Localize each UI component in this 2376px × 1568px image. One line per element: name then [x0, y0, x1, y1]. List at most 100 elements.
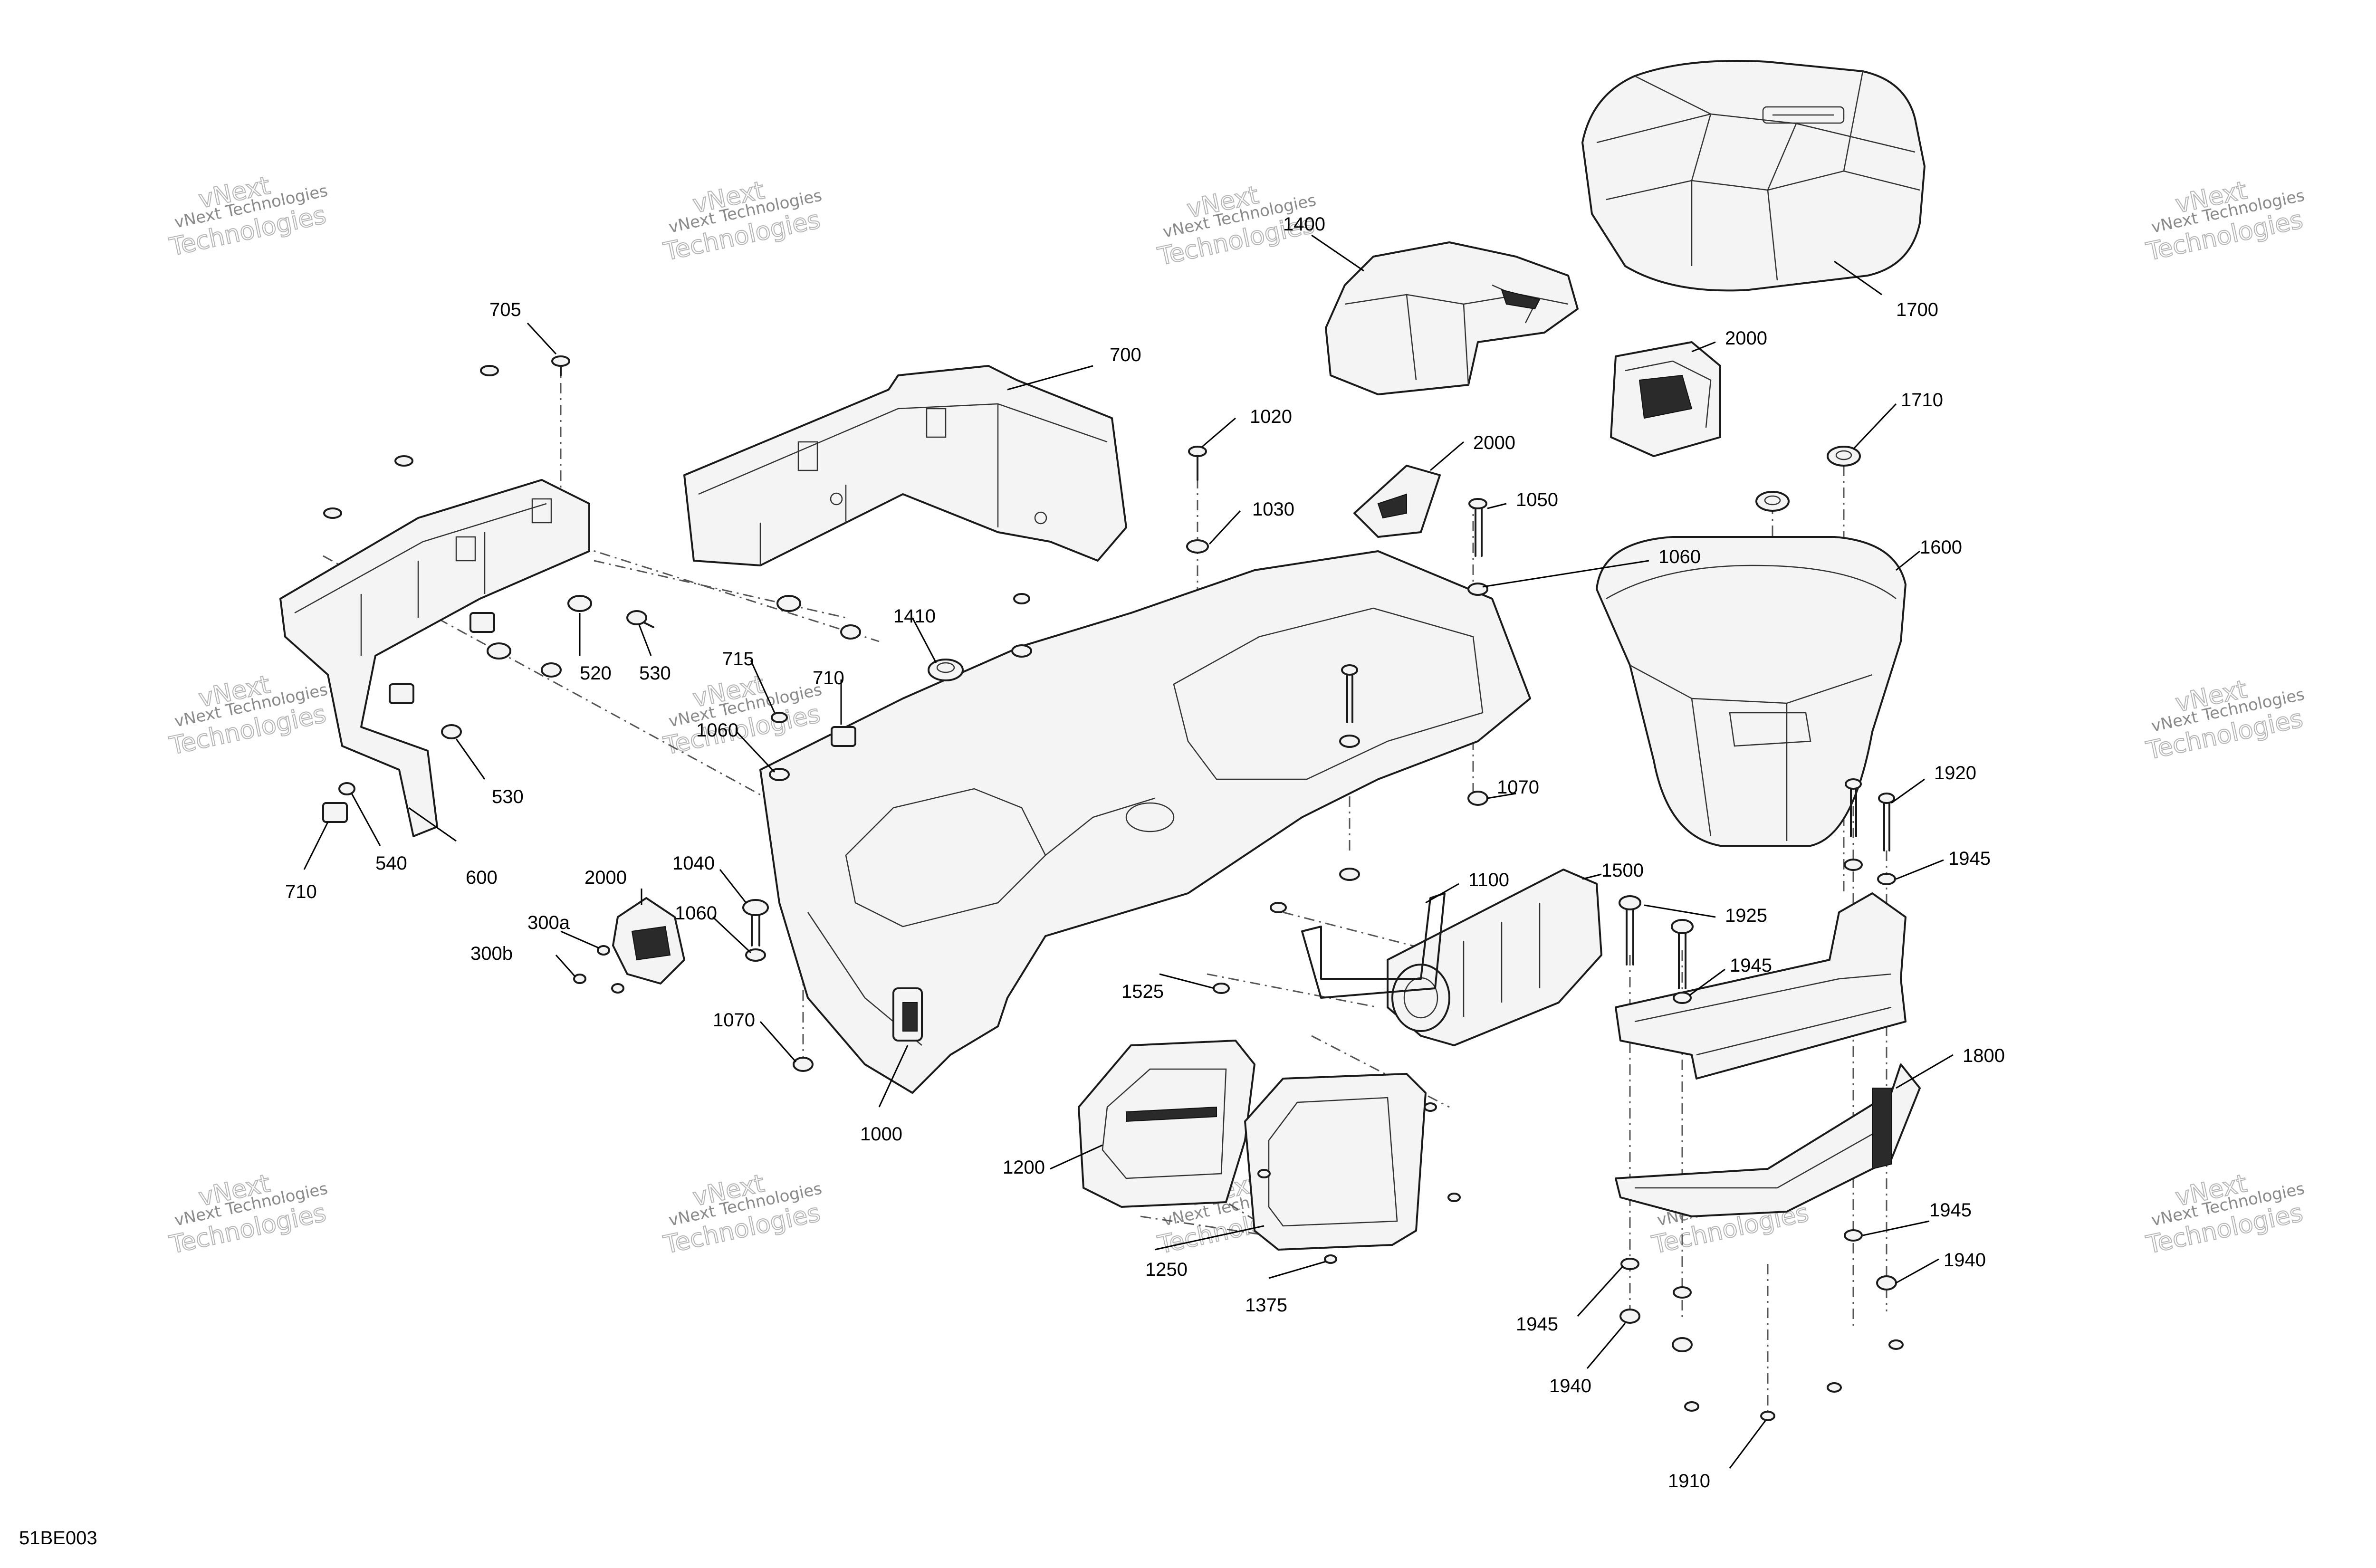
washer: [1339, 735, 1360, 748]
part-1710-grommets: [1755, 446, 1861, 512]
callout-1945-a: 1945: [1948, 848, 1991, 869]
callout-300b: 300b: [470, 943, 513, 964]
part-1100-bracket: [1301, 892, 1446, 999]
callout-1020: 1020: [1250, 406, 1292, 427]
bolt-1050: [1468, 498, 1487, 557]
part-700-rail: [683, 365, 1127, 566]
callout-1500: 1500: [1601, 860, 1644, 881]
screw: [1684, 1401, 1699, 1412]
screw-1910: [1760, 1411, 1775, 1421]
callout-1945-c: 1945: [1929, 1200, 1972, 1221]
callout-600: 600: [466, 867, 498, 888]
bolt: [840, 624, 861, 640]
callout-1925: 1925: [1725, 905, 1767, 926]
screw-705: [551, 355, 570, 376]
washer: [1877, 873, 1896, 885]
watermark: vNext vNext Technologies Technologies: [2143, 675, 2306, 766]
part-1000-rear-body: [759, 550, 1531, 1094]
watermark: vNext vNext Technologies Technologies: [661, 176, 824, 267]
callout-2000-top: 2000: [1725, 328, 1767, 349]
watermark: vNext vNext Technologies Technologies: [166, 1169, 329, 1260]
bolt: [1341, 664, 1358, 723]
part-2000-latch-left: [612, 897, 685, 985]
callout-1030: 1030: [1252, 499, 1294, 520]
callout-1800: 1800: [1963, 1045, 2005, 1066]
callout-1040: 1040: [672, 853, 715, 874]
nut-1940b: [1619, 1309, 1640, 1324]
part-600-bracket: [279, 479, 590, 837]
washer-1945c: [1844, 1229, 1863, 1242]
washer-540: [338, 782, 355, 795]
nut-1070b: [793, 1057, 814, 1072]
washer-1945d: [1620, 1258, 1639, 1270]
washer: [1339, 868, 1360, 881]
part-1400-cover: [1325, 241, 1579, 395]
clip-710a: [831, 726, 856, 747]
screw-300b: [573, 974, 586, 984]
callout-1070-a: 1070: [1497, 777, 1539, 798]
washer-520: [567, 595, 592, 612]
screw: [1447, 1193, 1461, 1202]
callout-530-b: 530: [492, 786, 524, 807]
nut: [1672, 1337, 1693, 1352]
washer: [776, 595, 801, 612]
callout-710-a: 710: [813, 668, 844, 688]
screw: [323, 507, 342, 519]
callout-540: 540: [375, 853, 407, 874]
callout-1100: 1100: [1468, 870, 1509, 890]
part-1600-storage-bin: [1596, 536, 1907, 847]
part-1500-light-housing: [1387, 869, 1602, 1046]
part-2000-latch-top: [1610, 341, 1721, 457]
watermark: vNext vNext Technologies Technologies: [166, 670, 329, 761]
bolt-1020: [1188, 446, 1207, 481]
bolt: [541, 662, 562, 678]
watermark: vNext vNext Technologies Technologies: [661, 670, 824, 761]
callout-705: 705: [489, 299, 521, 320]
callout-530-a: 530: [639, 663, 671, 684]
fasteners: [322, 355, 1904, 1421]
callout-1940-a: 1940: [1944, 1250, 1986, 1271]
callout-1060-b: 1060: [696, 720, 738, 741]
part-1250-light-lens: [1244, 1073, 1427, 1251]
bolt-1040: [742, 899, 769, 947]
part-1800-bumper: [1615, 892, 1921, 1217]
nut-1940a: [1876, 1275, 1897, 1291]
washer-1945a: [1844, 859, 1863, 871]
washer-1030: [1186, 539, 1209, 554]
callout-710-b: 710: [285, 881, 317, 902]
screw-1525: [1213, 983, 1230, 994]
callout-520: 520: [580, 663, 612, 684]
callout-1200: 1200: [1003, 1157, 1045, 1178]
callout-1410: 1410: [893, 606, 936, 627]
bolt: [1878, 793, 1895, 851]
bolt-530b: [441, 724, 462, 739]
screw-715: [771, 712, 788, 723]
clip-710: [322, 802, 348, 823]
bolt-530: [626, 610, 654, 628]
bolt: [1671, 919, 1694, 989]
washer-1060a: [1467, 583, 1488, 596]
callout-300a: 300a: [527, 912, 570, 933]
washer: [1011, 644, 1032, 658]
callout-1945-b: 1945: [1730, 955, 1772, 976]
bolt-1925: [1619, 895, 1641, 966]
washer-1945b: [1673, 992, 1692, 1004]
screw: [1424, 1102, 1437, 1112]
callout-1910: 1910: [1668, 1471, 1710, 1492]
clip: [469, 612, 495, 633]
callout-2000-left: 2000: [584, 867, 627, 888]
screw: [394, 455, 413, 467]
part-1200-light-frame: [1078, 1040, 1255, 1208]
grommet-1410: [928, 659, 964, 681]
screw: [611, 983, 624, 994]
screw: [1270, 902, 1287, 913]
part-2000-latch-mid: [1353, 465, 1441, 538]
callout-1060-c: 1060: [675, 903, 717, 924]
watermark: vNext vNext Technologies Technologies: [166, 171, 329, 262]
clip: [389, 683, 414, 704]
callout-715: 715: [722, 649, 754, 669]
callout-2000-mid: 2000: [1473, 432, 1515, 453]
callout-1940-b: 1940: [1549, 1376, 1591, 1396]
bolt-1920: [1845, 778, 1862, 837]
